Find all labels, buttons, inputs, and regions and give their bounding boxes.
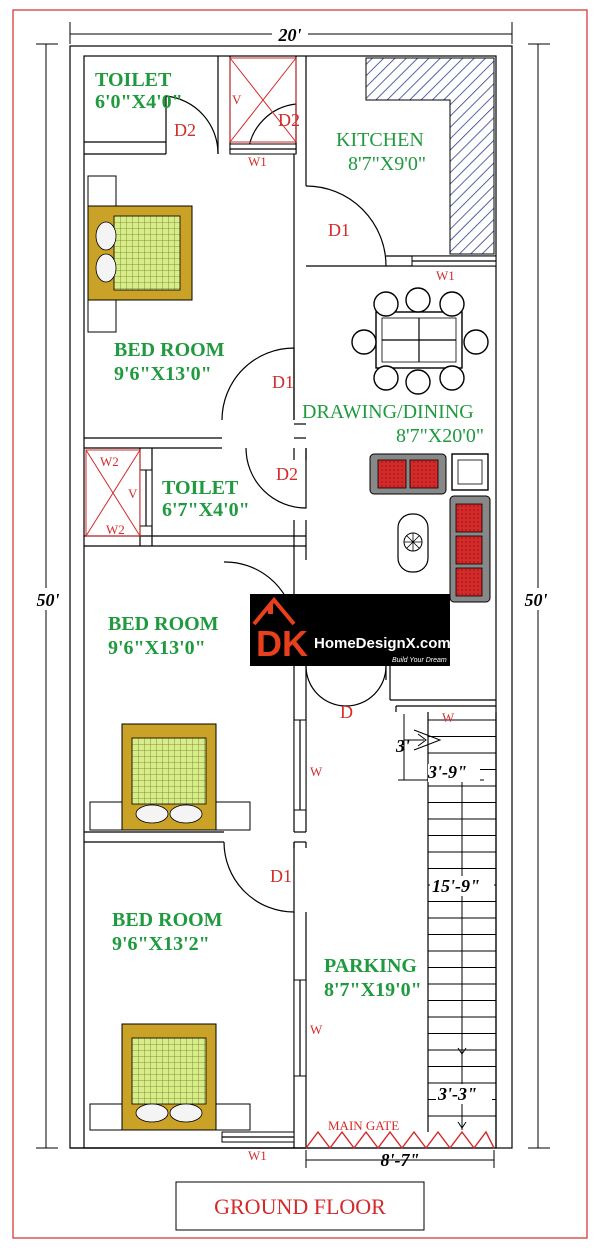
- window-tag-w1-kitchen: W1: [436, 268, 455, 283]
- side-table: [451, 453, 489, 491]
- drawing-size: 8'7"X20'0": [396, 425, 484, 447]
- vent-tag-middle: V: [128, 486, 138, 501]
- bottom-width-label: 8'-7": [381, 1150, 420, 1170]
- right-height-label: 50': [524, 590, 547, 610]
- kitchen-size: 8'7"X9'0": [348, 153, 426, 175]
- logo-letters: DK: [256, 623, 308, 664]
- footer-title-box: GROUND FLOOR: [175, 1181, 425, 1231]
- stair-step-dim: 3': [395, 736, 410, 756]
- coffee-table: [397, 513, 429, 573]
- sheet-border: [12, 9, 588, 1239]
- exterior-walls: [69, 45, 513, 1149]
- bed-2-name: BED ROOM: [108, 613, 219, 635]
- top-width-label: 20': [277, 25, 301, 45]
- main-gate-label: MAIN GATE: [328, 1118, 399, 1133]
- window-tag-w1-bottom: W1: [248, 1148, 267, 1163]
- dimension-bottom: 8'-7": [305, 1150, 495, 1170]
- dining-table: [351, 287, 489, 395]
- logo-brand: HomeDesignX.com: [314, 635, 451, 652]
- sofa-two-seat: [369, 453, 447, 495]
- window-tag-w-bed2: W: [310, 764, 323, 779]
- bed-2: [89, 723, 251, 831]
- door-tag-d1-bed1: D1: [272, 372, 294, 392]
- door-tag-d-main: D: [340, 702, 353, 722]
- door-tag-d2-toilet2: D2: [276, 464, 298, 484]
- footer-title: GROUND FLOOR: [214, 1194, 386, 1219]
- window-tag-w2-top: W2: [100, 454, 119, 469]
- stair-length-dim: 15'-9": [432, 876, 480, 896]
- dimension-right: 50': [520, 43, 556, 1149]
- window-tag-w1-top: W1: [248, 154, 267, 169]
- logo-tagline: Build Your Dream: [392, 657, 447, 664]
- vent-shaft-middle: [85, 449, 141, 537]
- sofa-three-seat: [449, 495, 491, 603]
- parking-size: 8'7"X19'0": [324, 979, 422, 1001]
- toilet-2-name: TOILET: [162, 477, 239, 499]
- bed-1-name: BED ROOM: [114, 339, 225, 361]
- kitchen-name: KITCHEN: [336, 129, 424, 151]
- kitchen-counter: [365, 57, 495, 255]
- bed-3-size: 9'6"X13'2": [112, 933, 210, 955]
- door-tag-d2-toilet: D2: [174, 120, 196, 140]
- bed-2-size: 9'6"X13'0": [108, 637, 206, 659]
- bed-3: [89, 1023, 251, 1131]
- window-tag-w2-bottom: W2: [106, 522, 125, 537]
- toilet-2-size: 6'7"X4'0": [162, 499, 250, 521]
- parking-name: PARKING: [324, 955, 417, 977]
- window-tag-w-stair: W: [442, 710, 455, 725]
- vent-shaft-top: [229, 57, 297, 143]
- main-gate: [305, 1130, 495, 1150]
- door-tag-d1-bed3: D1: [270, 866, 292, 886]
- windows: [139, 143, 497, 1143]
- bed-3-name: BED ROOM: [112, 909, 223, 931]
- bed-1: [87, 175, 193, 333]
- bed-1-size: 9'6"X13'0": [114, 363, 212, 385]
- vent-tag-top: V: [232, 92, 242, 107]
- dimension-left: 50': [32, 43, 62, 1149]
- drawing-name: DRAWING/DINING: [302, 401, 474, 423]
- left-height-label: 50': [36, 590, 59, 610]
- dimension-top: 20': [69, 22, 513, 45]
- stair-width-dim: 3'-9": [427, 762, 467, 782]
- door-tag-d1-kitchen: D1: [328, 220, 350, 240]
- door-tag-d2-shaft: D2: [278, 110, 300, 130]
- toilet-1-size: 6'0"X4'0": [95, 91, 183, 113]
- stair-bottom-dim: 3'-3": [437, 1084, 477, 1104]
- toilet-1-name: TOILET: [95, 69, 172, 91]
- window-tag-w-bed3: W: [310, 1022, 323, 1037]
- brand-logo: DK HomeDesignX.com Build Your Dream: [250, 594, 451, 666]
